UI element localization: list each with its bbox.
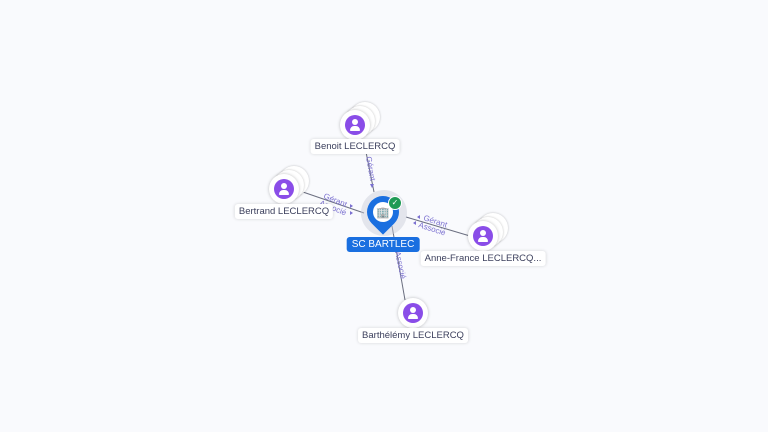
edge-bertrand xyxy=(299,190,365,214)
person-label[interactable]: Benoit LECLERCQ xyxy=(310,139,400,154)
person-label[interactable]: Bertrand LECLERCQ xyxy=(234,204,334,219)
person-node-benoit[interactable] xyxy=(340,102,380,140)
person-label[interactable]: Barthélémy LECLERCQ xyxy=(358,328,468,343)
person-node-barthelemy[interactable] xyxy=(398,298,428,328)
person-icon xyxy=(403,303,423,323)
company-label[interactable]: SC BARTLEC xyxy=(346,237,420,252)
arrow-icon xyxy=(417,215,420,219)
person-icon xyxy=(473,226,493,246)
arrow-icon xyxy=(370,184,374,188)
edge-label: Gérant xyxy=(364,156,377,182)
arrow-icon xyxy=(413,221,416,225)
arrow-icon xyxy=(350,204,353,208)
edge-anne-france xyxy=(405,216,471,237)
arrow-icon xyxy=(350,211,353,215)
person-node-bertrand[interactable] xyxy=(269,166,309,204)
person-icon xyxy=(345,115,365,135)
person-node-anne-france[interactable] xyxy=(468,213,508,251)
person-icon xyxy=(274,179,294,199)
check-icon: ✓ xyxy=(388,196,402,210)
building-icon: 🏢 xyxy=(373,202,393,222)
edge-label: Associé xyxy=(393,251,408,281)
person-label[interactable]: Anne-France LECLERCQ... xyxy=(420,251,546,266)
